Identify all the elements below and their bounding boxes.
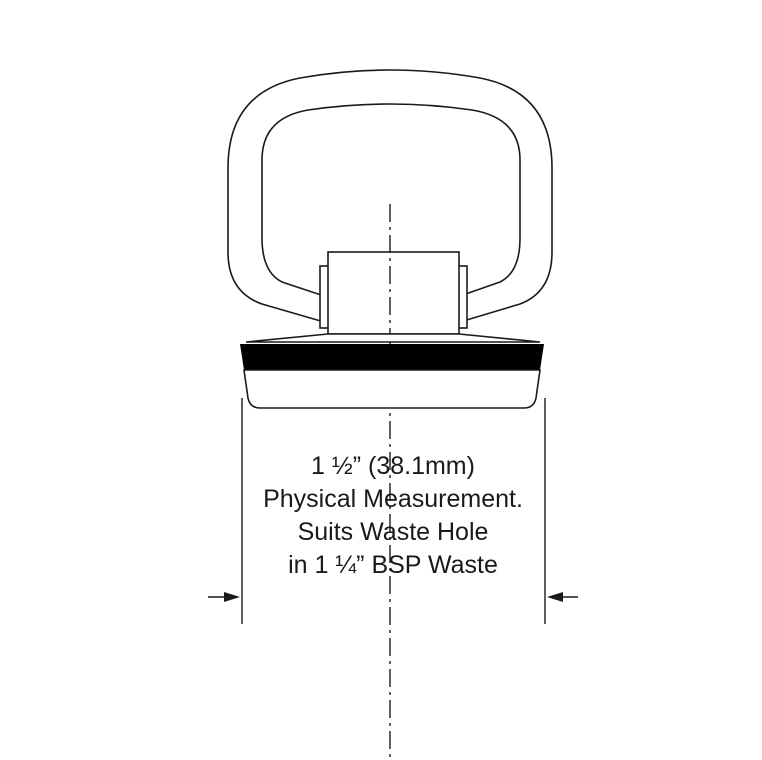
- arrow-left-icon: [547, 592, 578, 602]
- caption-line-suits: Suits Waste Hole: [297, 518, 489, 546]
- swivel-block: [327, 251, 460, 335]
- caption-line-measurement: Physical Measurement.: [263, 485, 523, 513]
- rubber-seal: [240, 344, 544, 370]
- caption-line-waste: in 1 ¼” BSP Waste: [288, 551, 498, 579]
- plug-cap: [245, 333, 541, 343]
- handle-ring-inner: [261, 103, 521, 297]
- plug-body: [243, 369, 541, 409]
- handle-ring-outer: [227, 69, 553, 323]
- arrow-right-icon: [208, 592, 240, 602]
- caption-line-size: 1 ½” (38.1mm): [311, 452, 475, 480]
- dimension-caption: 1 ½” (38.1mm) Physical Measurement. Suit…: [240, 450, 546, 582]
